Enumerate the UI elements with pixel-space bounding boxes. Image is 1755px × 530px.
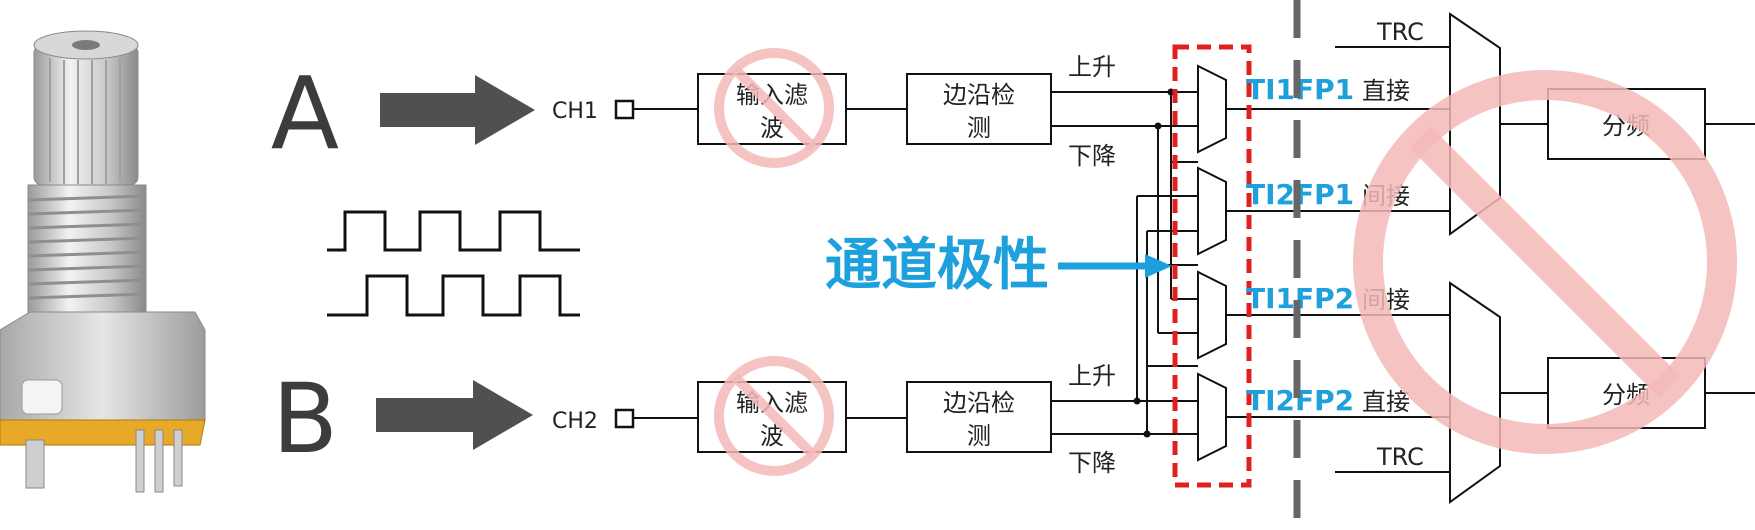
signal-b-label: B — [272, 363, 338, 475]
ch2-label: CH2 — [552, 409, 598, 434]
trc-label-bottom: TRC — [1376, 443, 1424, 471]
signal-a-arrow — [380, 75, 535, 145]
ch1-fall-label: 下降 — [1068, 142, 1116, 170]
ch2-fall-label: 下降 — [1068, 449, 1116, 477]
polarity-highlight-box — [1172, 44, 1252, 488]
ch1-rise-label: 上升 — [1068, 53, 1116, 81]
ti1fp1-direct-label: 直接 — [1362, 77, 1410, 105]
ch2-rise-label: 上升 — [1068, 362, 1116, 390]
rotary-encoder-image — [0, 30, 206, 493]
signal-a-label: A — [271, 55, 339, 172]
mux-output-lines — [1226, 108, 1450, 418]
polarity-muxes — [1197, 64, 1227, 462]
ch1-edge-text-2: 测 — [967, 114, 991, 142]
ch2-edge-text-2: 测 — [967, 422, 991, 450]
ch2-edge-text-1: 边沿检 — [943, 389, 1015, 417]
ch1-pin — [614, 99, 635, 120]
polarity-pointer-arrow — [1058, 254, 1172, 278]
not-used-symbol-filter-2 — [714, 356, 834, 476]
trc-label-top: TRC — [1376, 18, 1424, 46]
ch1-edge-detect-block: 边沿检 测 — [906, 73, 1052, 145]
ch1-label: CH1 — [552, 99, 598, 124]
signal-b-arrow — [376, 380, 533, 450]
polarity-annotation: 通道极性 — [825, 233, 1049, 298]
quadrature-waveforms — [327, 210, 580, 317]
ch2-pin — [614, 408, 635, 429]
ch1-edge-text-1: 边沿检 — [943, 81, 1015, 109]
ti2fp2-direct-label: 直接 — [1362, 388, 1410, 416]
not-used-symbol-prescaler — [1353, 70, 1737, 454]
not-used-symbol-filter-1 — [714, 48, 834, 168]
ch2-edge-detect-block: 边沿检 测 — [906, 381, 1052, 453]
